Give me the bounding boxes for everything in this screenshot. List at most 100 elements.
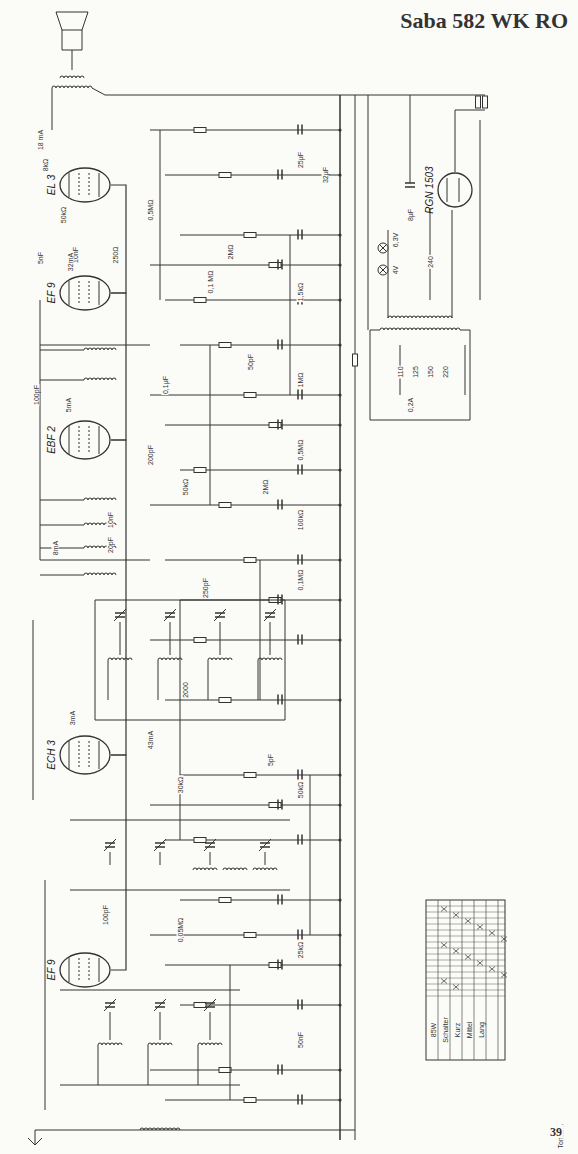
capacitor-symbol	[298, 465, 302, 475]
tube-envelope	[59, 735, 111, 775]
resistor-symbol	[219, 898, 231, 903]
trimmer-arrow	[154, 999, 166, 1011]
wire	[208, 660, 209, 700]
resistor-symbol	[194, 638, 206, 643]
component-value: 10nF	[107, 511, 114, 529]
junction-dot	[338, 1068, 341, 1071]
resistor-symbol	[194, 1003, 206, 1008]
resistor-symbol	[269, 803, 281, 808]
tube-envelope	[437, 172, 473, 208]
wire	[72, 50, 73, 70]
table-cell: Lang	[478, 1021, 485, 1039]
table-cross	[465, 919, 471, 924]
wire	[426, 948, 505, 949]
resistor-symbol	[219, 1068, 231, 1073]
wire	[150, 265, 340, 266]
junction-dot	[338, 638, 341, 641]
wire	[180, 900, 340, 901]
component-value: 32μF	[322, 166, 329, 184]
wire	[95, 600, 96, 720]
trimmer-arrow	[104, 839, 116, 851]
capacitor-symbol	[278, 500, 282, 510]
coil-symbol	[258, 658, 282, 660]
component-value: 0,05MΩ	[177, 917, 184, 944]
resistor-symbol	[244, 773, 256, 778]
table-cross	[441, 943, 447, 948]
component-value: 0,2A	[407, 397, 414, 413]
junction-dot	[338, 423, 341, 426]
wire	[165, 700, 340, 701]
table-cross	[501, 973, 507, 978]
tube: RGN 1503	[421, 163, 473, 216]
wire	[120, 622, 121, 655]
coil-symbol	[158, 658, 182, 660]
wire	[370, 420, 470, 421]
component-value: 250Ω	[112, 246, 119, 265]
capacitor-symbol	[298, 230, 302, 240]
resistor-symbol	[194, 468, 206, 473]
trimmer-arrow	[114, 609, 126, 621]
junction-dot	[338, 558, 341, 561]
capacitor-symbol	[298, 555, 302, 565]
wire	[210, 345, 211, 505]
capacitor-symbol	[278, 695, 282, 705]
component-value: 6,3V	[392, 232, 399, 248]
trimmer-arrow	[204, 839, 216, 851]
wire	[95, 720, 285, 721]
table-cell: 85W	[430, 1022, 437, 1038]
wire	[92, 88, 105, 95]
coil-symbol	[108, 658, 132, 660]
component-value: 250pF	[202, 577, 209, 599]
wire	[40, 525, 84, 526]
wire	[70, 820, 290, 821]
component-value: 50kΩ	[182, 478, 189, 497]
wire	[198, 1045, 199, 1085]
component-value: 200pF	[147, 444, 154, 466]
lamp-filament	[380, 267, 387, 274]
resistor-symbol	[194, 128, 206, 133]
component-value: 50pF	[247, 353, 254, 371]
wire	[460, 330, 470, 420]
tube: EF 9	[43, 952, 111, 988]
capacitor-symbol	[278, 340, 282, 350]
wire	[265, 852, 266, 865]
wire	[108, 660, 109, 700]
wire	[426, 936, 505, 937]
capacitor-symbol	[298, 930, 302, 940]
wire	[150, 130, 340, 131]
trimmer-arrow	[104, 999, 116, 1011]
trimmer-arrow	[259, 839, 271, 851]
tube-type: RGN 1503	[424, 166, 435, 213]
resistor-symbol	[244, 933, 256, 938]
component-value: 5mA	[65, 397, 72, 413]
resistor-symbol	[244, 1098, 256, 1103]
component-value: 18 mA	[37, 129, 44, 151]
table-cross	[441, 907, 447, 912]
capacitor-symbol	[298, 770, 302, 780]
wire	[355, 95, 356, 1140]
capacitor-symbol	[278, 960, 282, 970]
wire	[426, 912, 505, 913]
table-cross	[453, 985, 459, 990]
junction-dot	[338, 803, 341, 806]
signal-wire	[111, 440, 126, 755]
tube-envelope	[59, 420, 111, 460]
component-value: 2000	[182, 681, 189, 699]
component-value: 1,5kΩ	[297, 282, 304, 302]
coil-symbol	[140, 1128, 180, 1130]
wire	[426, 966, 505, 967]
coil-symbol	[193, 868, 217, 870]
component-value: 4V	[392, 265, 399, 276]
wire	[180, 235, 340, 236]
junction-dot	[338, 898, 341, 901]
pilot-lamp	[378, 243, 388, 253]
wire	[105, 95, 485, 96]
coil-symbol	[60, 76, 84, 78]
wire	[430, 208, 431, 300]
wire	[370, 330, 380, 420]
wire	[60, 990, 240, 991]
coil-symbol	[148, 1043, 172, 1045]
wire	[165, 300, 340, 301]
wire	[180, 345, 340, 346]
component-value: 8μF	[407, 208, 414, 222]
